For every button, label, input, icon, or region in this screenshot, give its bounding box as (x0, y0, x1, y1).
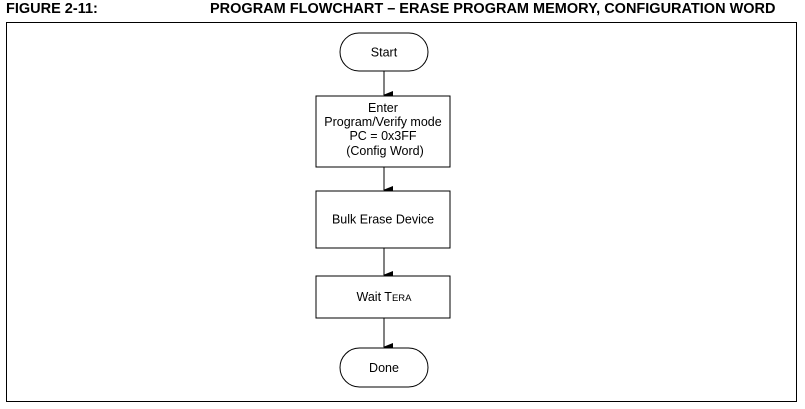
wait-box: Wait TERA (315, 275, 451, 319)
wait-label: Wait TERA (357, 290, 413, 304)
wait-subscript: ERA (392, 293, 412, 304)
start-label: Start (371, 46, 398, 60)
enter-line-3: PC = 0x3FF (349, 129, 416, 143)
enter-line-1: Enter (368, 101, 398, 115)
enter-program-verify-box: Enter Program/Verify mode PC = 0x3FF (Co… (315, 95, 451, 168)
figure-title: PROGRAM FLOWCHART – ERASE PROGRAM MEMORY… (210, 1, 776, 17)
figure-frame (6, 22, 797, 402)
enter-line-4: (Config Word) (346, 144, 424, 158)
wait-prefix: Wait T (357, 290, 393, 304)
enter-line-2: Program/Verify mode (324, 115, 441, 129)
figure-label: FIGURE 2-11: (6, 1, 98, 17)
bulk-erase-box: Bulk Erase Device (315, 190, 451, 249)
done-label: Done (369, 361, 399, 375)
done-terminal: Done (339, 347, 429, 388)
bulk-erase-label: Bulk Erase Device (332, 213, 434, 227)
start-terminal: Start (339, 32, 429, 72)
